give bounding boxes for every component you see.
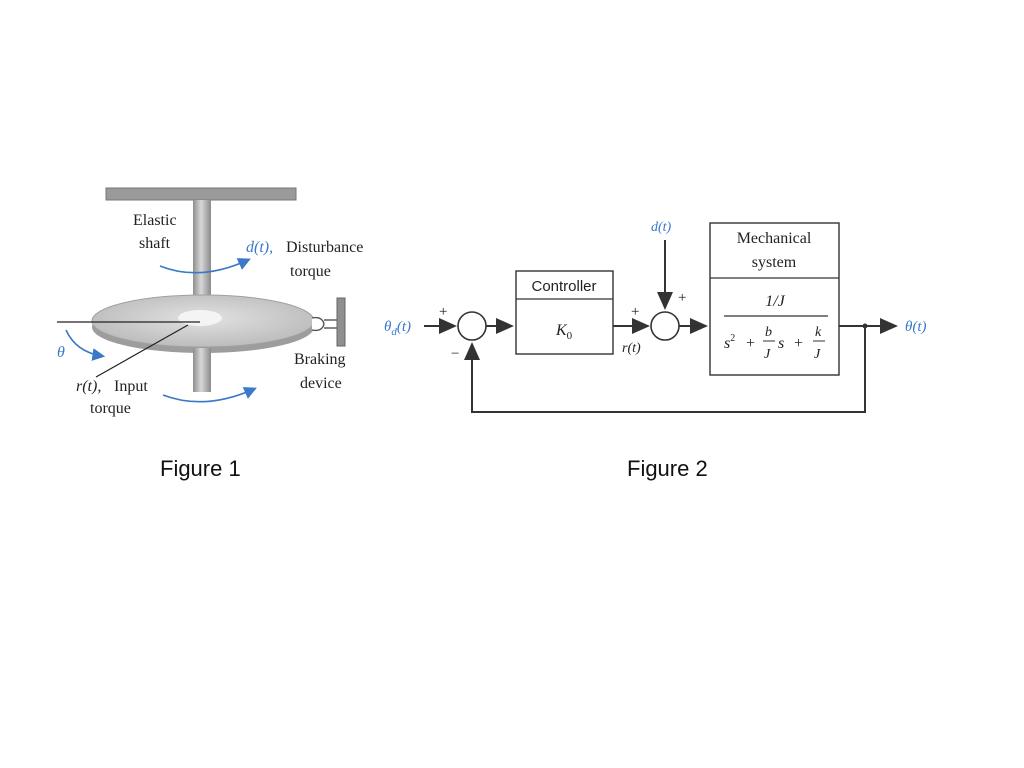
label-input-torque: torque [90, 400, 131, 417]
tf-k: k [815, 325, 822, 340]
figure2-caption: Figure 2 [627, 456, 708, 481]
output-signal-label: θ(t) [905, 319, 927, 335]
sum2-plus-left: + [631, 304, 639, 320]
mech-title-line1: Mechanical [737, 230, 812, 247]
sum1-minus-sign: − [451, 346, 459, 362]
label-shaft: shaft [139, 235, 171, 252]
label-input: Input [114, 378, 148, 395]
mech-title-line2: system [752, 254, 797, 271]
input-signal-label: θd(t) [384, 319, 411, 338]
summing-junction-1 [457, 311, 487, 341]
transfer-function: 1/J s2 + b J s + k J [724, 293, 828, 362]
sum1-plus-sign: + [439, 304, 447, 320]
tf-numerator: 1/J [765, 293, 785, 310]
label-disturbance: Disturbance [286, 239, 363, 256]
tf-s: s [778, 335, 784, 352]
disturbance-label: d(t) [651, 220, 672, 235]
tf-b: b [765, 325, 772, 340]
tf-j-2: J [814, 347, 821, 362]
mechanical-system-block [709, 222, 840, 376]
theta-arc [65, 329, 106, 361]
label-device: device [300, 375, 342, 392]
tf-s-squared: s2 [724, 333, 735, 352]
label-theta: θ [57, 344, 65, 361]
controller-block [515, 270, 614, 355]
tf-plus-2: + [794, 335, 803, 352]
lower-shaft [193, 348, 211, 392]
label-braking: Braking [294, 351, 346, 368]
label-elastic: Elastic [133, 212, 177, 229]
sum2-plus-top: + [678, 290, 686, 306]
input-leader-line [95, 324, 189, 378]
braking-device [311, 297, 346, 347]
elastic-shaft [193, 200, 211, 318]
figure2-block-diagram: θd(t) + − Controller K0 + r(t) + d(t) Me… [384, 220, 927, 413]
tf-j-1: J [764, 347, 771, 362]
summing-junction-2 [650, 311, 680, 341]
feedback-path [464, 326, 866, 413]
tf-plus-1: + [746, 335, 755, 352]
figure1-diagram: Elastic shaft d(t), Disturbance torque θ… [57, 187, 363, 417]
disk-hub [178, 310, 222, 326]
disturbance-arrow [159, 258, 251, 274]
input-torque-arrow [162, 387, 257, 403]
label-disturbance-symbol: d(t), [246, 239, 273, 256]
control-signal-label: r(t) [622, 341, 641, 356]
controller-title: Controller [531, 278, 596, 295]
label-input-symbol: r(t), [76, 378, 101, 395]
ceiling-bar [105, 187, 297, 201]
controller-gain: K0 [555, 322, 573, 342]
figure1-caption: Figure 1 [160, 456, 241, 481]
label-disturbance-torque: torque [290, 263, 331, 280]
